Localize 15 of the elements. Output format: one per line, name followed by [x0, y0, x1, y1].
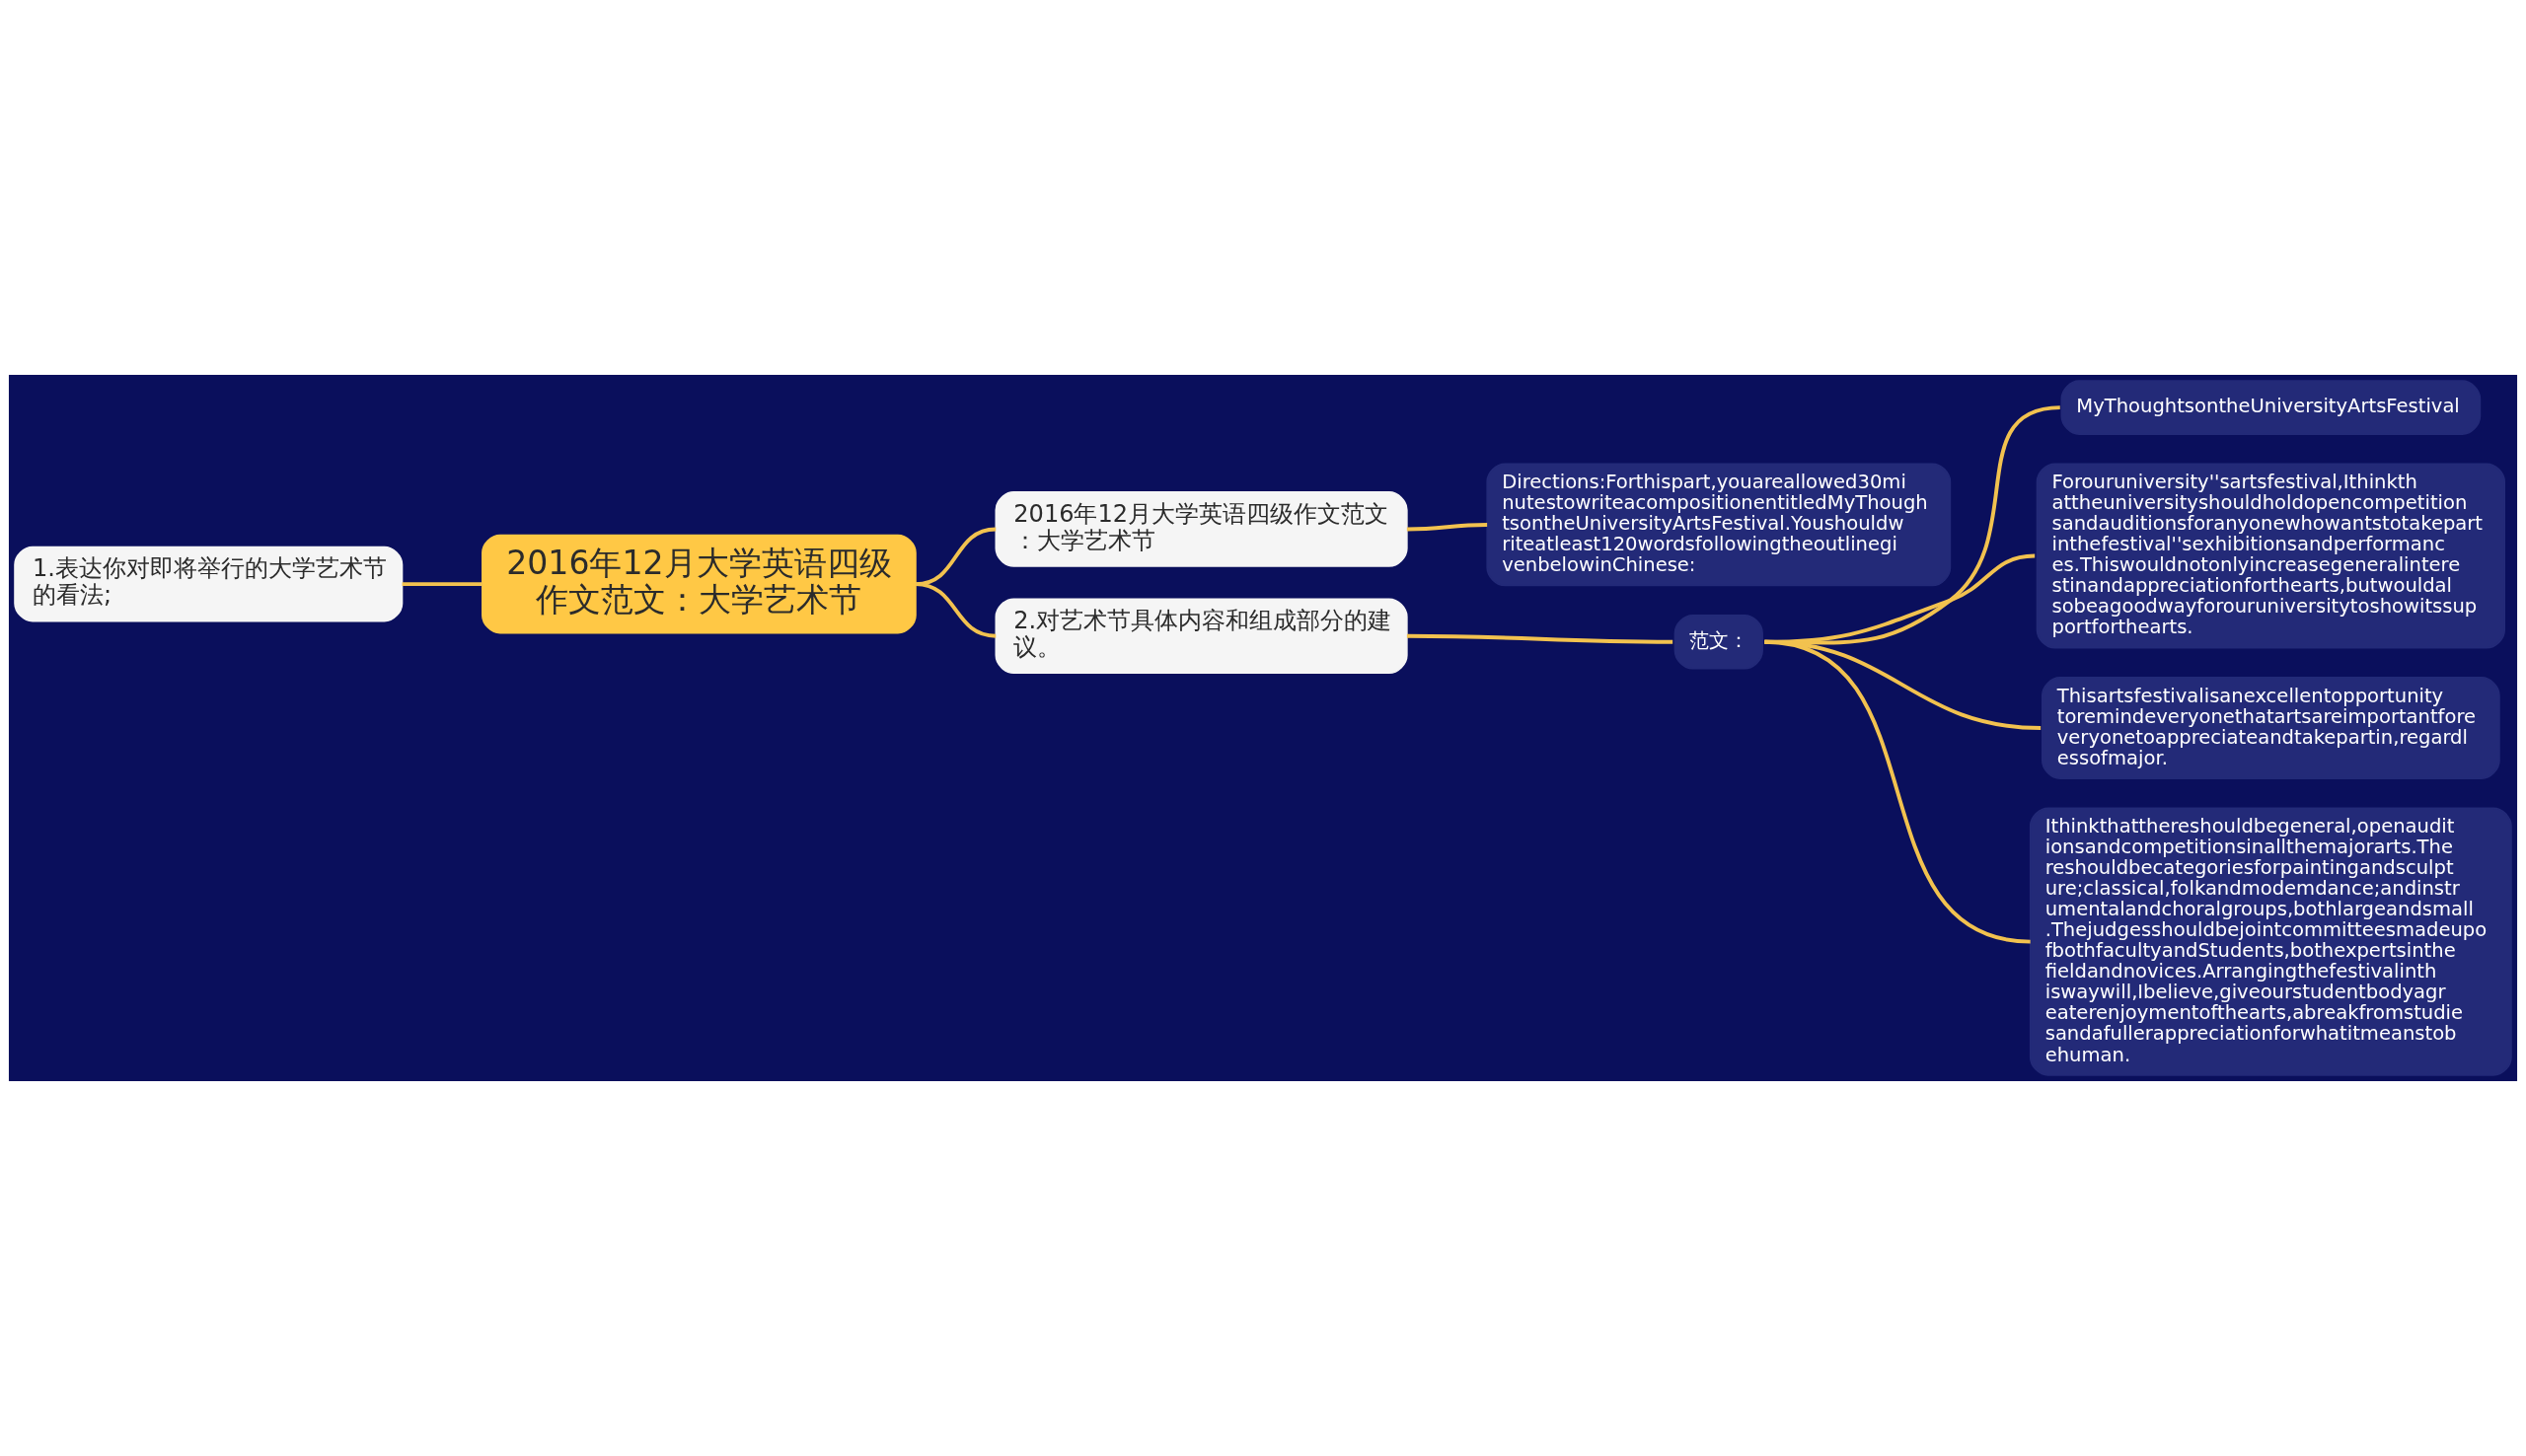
connector [1406, 522, 1488, 532]
node-box: Ithinkthatthereshouldbegeneral,openauditionsandcompetitionsinallthemajorarts.Thereshouldbecategoriesforpaintingandsculpture;classical,folkandmodemdance;andinstrumentalandchoralgroups,bothlargeandsmall.ThejudgesshouldbejointcommitteesmadeupofbothfacultyandStudents,bothexpertsinthefieldandnovices.Arrangingthefestivalinthiswaywill,Ibelieve,giveourstudentbodyagreaterenjoymentofthearts,abreakfromstudiesandafullerappreciationforwhatitmeanstobehuman. [2029, 807, 2512, 1076]
node-box: MyThoughtsontheUniversityArtsFestival [2060, 380, 2482, 435]
node-box: 2016年12月大学英语四级作文范文：大学艺术节 [995, 491, 1408, 567]
node-box: 2016年12月大学英语四级作文范文：大学艺术节 [482, 534, 917, 634]
node-box: Directions:Forthispart,youareallowed30minutestowriteacompositionentitledMyThoughtsontheUniversityArtsFestival.Youshouldwriteatleast120wordsfollowingtheoutlinegivenbelowinChinese: [1486, 463, 1952, 587]
connector [1406, 633, 1673, 644]
node-box: Thisartsfestivalisanexcellentopportunitytoremindeveryonethatartsareimportantforeveryonetoappreciateandtakepartin,regardlessofmajor. [2041, 677, 2500, 779]
node-box: Forouruniversity''sartsfestival,Ithinkthattheuniversityshouldholdopencompetitionsandauditionsforanyonewhowantstotakepartinthefestival''sexhibitionsandperformances.Thiswouldnotonlyincreasegeneralinterestinandappreciationforthearts,butwouldalsobeagoodwayforouruniversitytoshowitssupportforthearts. [2036, 463, 2505, 649]
node-box: 范文： [1673, 614, 1763, 670]
node-box: 1.表达你对即将举行的大学艺术节的看法; [14, 546, 404, 622]
node-box: 2.对艺术节具体内容和组成部分的建议。 [995, 598, 1408, 675]
connector [915, 582, 997, 638]
connector [1764, 639, 2031, 944]
connector [402, 582, 483, 587]
